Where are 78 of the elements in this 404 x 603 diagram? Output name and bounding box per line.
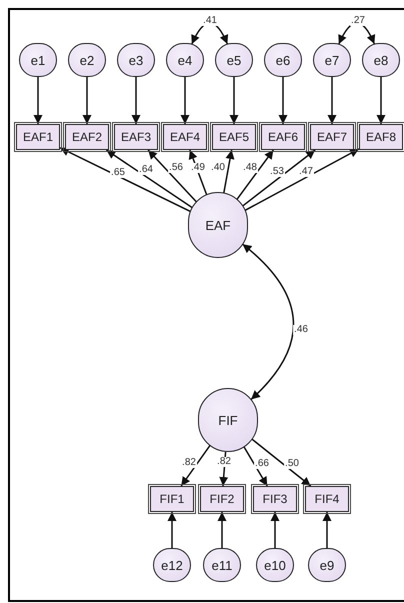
node-label: e2 bbox=[80, 54, 94, 66]
node-label: e7 bbox=[324, 54, 340, 66]
node-label: FIF4 bbox=[314, 493, 340, 505]
path-arrow bbox=[322, 512, 332, 548]
node-label: e4 bbox=[178, 54, 192, 66]
node-label: EAF3 bbox=[120, 131, 151, 143]
path-arrow bbox=[270, 512, 280, 548]
node-label: e1 bbox=[30, 54, 46, 66]
edge-label: .41 bbox=[202, 16, 218, 26]
edge-label: .64 bbox=[138, 165, 154, 175]
observed-variable-box bbox=[261, 124, 305, 150]
edge-label: .65 bbox=[110, 168, 126, 178]
node-label: e6 bbox=[276, 54, 290, 66]
observed-variable-box bbox=[305, 486, 349, 512]
node-label: EAF bbox=[205, 218, 231, 232]
node-label: e3 bbox=[128, 54, 144, 66]
node-label: e8 bbox=[374, 54, 388, 66]
path-arrow bbox=[180, 445, 211, 486]
path-arrow bbox=[218, 512, 226, 548]
edge-label: .56 bbox=[168, 163, 184, 173]
node-label: EAF7 bbox=[316, 131, 347, 143]
edge-label: .49 bbox=[190, 163, 206, 173]
edge-label: .27 bbox=[350, 16, 366, 26]
path-arrow bbox=[188, 150, 208, 195]
path-arrow bbox=[236, 150, 274, 200]
observed-variable-box bbox=[150, 486, 194, 512]
path-arrow bbox=[34, 77, 42, 124]
edge-label: .46 bbox=[293, 325, 309, 335]
path-arrow bbox=[223, 150, 234, 193]
observed-variable-box bbox=[114, 124, 158, 150]
edge-label: .82 bbox=[181, 458, 197, 468]
path-arrow bbox=[376, 77, 386, 124]
node-label: EAF8 bbox=[366, 131, 396, 143]
path-arrow bbox=[242, 149, 316, 207]
path-arrow bbox=[180, 77, 190, 124]
node-label: EAF6 bbox=[268, 131, 298, 143]
node-label: FIF2 bbox=[210, 493, 234, 505]
observed-variable-box bbox=[65, 124, 109, 150]
observed-variable-box bbox=[212, 124, 256, 150]
node-label: e11 bbox=[212, 558, 232, 572]
node-label: EAF5 bbox=[218, 131, 249, 143]
path-arrow bbox=[82, 77, 92, 124]
observed-variable-box bbox=[310, 124, 354, 150]
observed-variable-box bbox=[359, 124, 403, 150]
observed-variable-box bbox=[163, 124, 207, 150]
node-label: FIF1 bbox=[160, 493, 184, 505]
path-arrow bbox=[278, 77, 288, 124]
covariance-arrow bbox=[242, 244, 294, 400]
path-arrow bbox=[244, 148, 360, 212]
node-label: e9 bbox=[320, 558, 334, 572]
observed-variable-box bbox=[253, 486, 297, 512]
edge-label: .47 bbox=[298, 167, 314, 177]
node-label: e10 bbox=[264, 558, 286, 572]
path-arrow bbox=[132, 77, 140, 124]
observed-variable-box bbox=[200, 486, 244, 512]
path-arrow bbox=[219, 452, 228, 486]
node-label: EAF4 bbox=[170, 131, 200, 143]
edge-label: .82 bbox=[216, 457, 232, 467]
node-label: FIF bbox=[218, 414, 238, 426]
edge-label: .48 bbox=[242, 163, 258, 173]
edge-label: .66 bbox=[254, 459, 270, 469]
edge-label: .53 bbox=[269, 167, 285, 177]
path-arrow bbox=[106, 149, 193, 208]
edge-label: .50 bbox=[284, 459, 300, 469]
node-label: e12 bbox=[161, 558, 183, 572]
path-arrow bbox=[168, 512, 176, 548]
node-label: EAF2 bbox=[72, 131, 102, 143]
observed-variable-box bbox=[16, 124, 60, 150]
node-label: e5 bbox=[226, 54, 242, 66]
edge-label: .40 bbox=[210, 163, 226, 173]
path-arrow bbox=[328, 77, 336, 124]
node-label: FIF3 bbox=[262, 493, 288, 505]
path-arrow bbox=[148, 149, 198, 202]
path-arrow bbox=[243, 446, 268, 486]
path-arrow bbox=[252, 438, 312, 487]
path-arrow bbox=[60, 147, 191, 212]
path-arrow bbox=[230, 77, 238, 124]
node-label: EAF1 bbox=[22, 131, 53, 143]
